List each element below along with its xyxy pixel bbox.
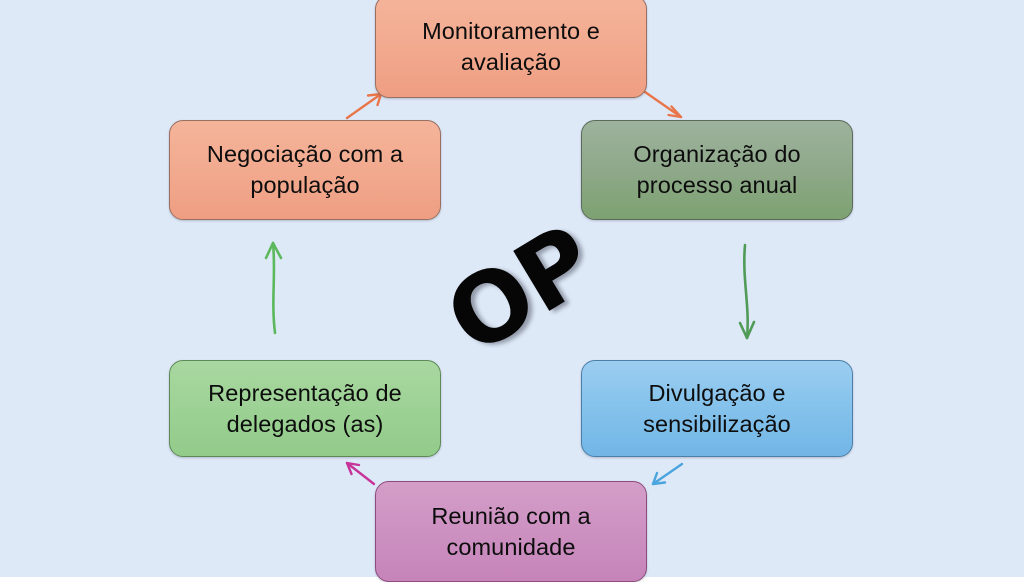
arrow-representacao-to-negociacao (264, 241, 283, 335)
center-title: OP (428, 204, 613, 376)
center-title-text: OP (427, 203, 613, 377)
node-reuniao-com-a-comunidade[interactable]: Reunião com a comunidade (375, 481, 647, 582)
node-representacao-de-delegados[interactable]: Representação de delegados (as) (169, 360, 441, 457)
arrow-monitoramento-to-organizacao (643, 90, 683, 119)
node-label: Organização do processo anual (633, 141, 801, 198)
node-label: Reunião com a comunidade (431, 502, 591, 560)
arrow-divulgacao-to-reuniao (651, 462, 684, 486)
node-label: Divulgação e sensibilização (643, 379, 791, 437)
arrow-negociacao-to-monitoramento (345, 92, 383, 120)
node-label: Representação de delegados (as) (208, 379, 402, 437)
node-label: Monitoramento e avaliação (422, 17, 600, 75)
arrow-reuniao-to-representacao (345, 461, 376, 486)
node-label: Negociação com a população (206, 141, 404, 198)
node-negociacao-com-a-populacao[interactable]: Negociação com a população (169, 120, 441, 220)
node-monitoramento-e-avaliacao[interactable]: Monitoramento e avaliação (375, 0, 647, 98)
node-organizacao-do-processo-anual[interactable]: Organização do processo anual (581, 120, 853, 220)
node-divulgacao-e-sensibilizacao[interactable]: Divulgação e sensibilização (581, 360, 853, 457)
arrow-organizacao-to-divulgacao (738, 243, 756, 340)
